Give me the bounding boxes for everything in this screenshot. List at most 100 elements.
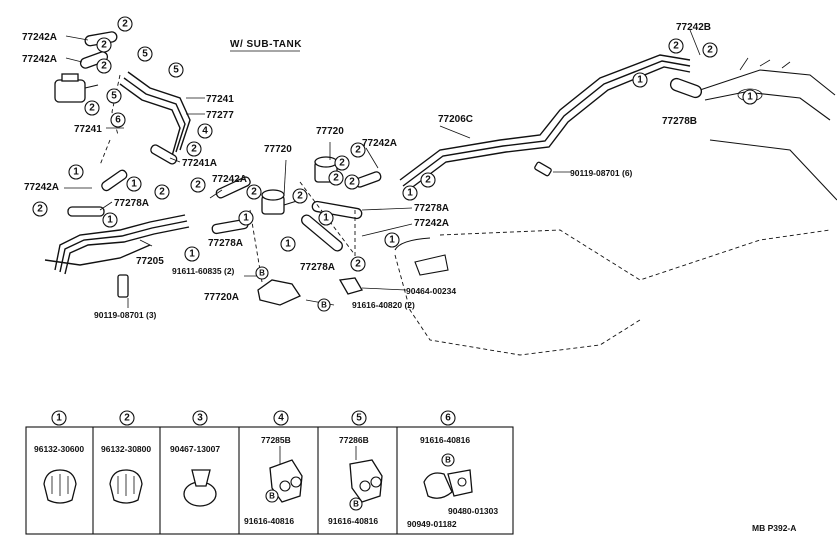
callout-5: 5 xyxy=(106,88,122,104)
svg-text:2: 2 xyxy=(355,259,361,270)
legend-item-1: 1 96132-30600 xyxy=(34,410,84,504)
svg-text:90480-01303: 90480-01303 xyxy=(448,506,498,516)
label-77242A-2: 77242A xyxy=(22,54,57,65)
callout-2: 2 xyxy=(117,16,133,32)
svg-text:1: 1 xyxy=(243,213,249,224)
svg-text:1: 1 xyxy=(747,92,753,103)
callout-2: 2 xyxy=(190,177,206,193)
svg-text:96132-30600: 96132-30600 xyxy=(34,444,84,454)
svg-text:B: B xyxy=(445,456,451,465)
label-90464: 90464-00234 xyxy=(406,286,456,296)
svg-text:2: 2 xyxy=(333,173,339,184)
svg-text:91616-40816: 91616-40816 xyxy=(244,516,294,526)
label-77241-1: 77241 xyxy=(206,94,234,105)
callout-4: 4 xyxy=(197,123,213,139)
label-90119-3: 90119-08701 (3) xyxy=(94,310,157,320)
callout-1: 1 xyxy=(102,212,118,228)
callout-1: 1 xyxy=(318,210,334,226)
valve-77720-left xyxy=(261,189,301,215)
svg-text:B: B xyxy=(259,269,265,278)
callout-1: 1 xyxy=(632,72,648,88)
svg-text:2: 2 xyxy=(37,204,43,215)
callout-2: 2 xyxy=(420,172,436,188)
callout-1: 1 xyxy=(384,232,400,248)
diagram-code: MB P392-A xyxy=(752,523,796,533)
label-77205: 77205 xyxy=(136,256,164,267)
callout-1: 1 xyxy=(126,176,142,192)
callout-2: 2 xyxy=(186,141,202,157)
legend-item-2: 2 96132-30800 xyxy=(101,410,151,504)
svg-text:2: 2 xyxy=(101,61,107,72)
label-77278A-2: 77278A xyxy=(208,238,243,249)
label-77720A: 77720A xyxy=(204,292,239,303)
callout-2: 2 xyxy=(96,37,112,53)
svg-text:1: 1 xyxy=(107,215,113,226)
callout-b: B xyxy=(317,298,331,312)
label-77278B: 77278B xyxy=(662,116,697,127)
svg-text:2: 2 xyxy=(101,40,107,51)
callout-2: 2 xyxy=(668,38,684,54)
label-90119-6: 90119-08701 (6) xyxy=(570,168,633,178)
svg-text:4: 4 xyxy=(202,126,208,137)
callout-2: 2 xyxy=(84,100,100,116)
svg-text:1: 1 xyxy=(637,75,643,86)
svg-text:5: 5 xyxy=(356,413,362,424)
legend-item-5: 5 77286B B 91616-40816 xyxy=(328,410,383,526)
callout-2: 2 xyxy=(246,184,262,200)
callout-1: 1 xyxy=(184,246,200,262)
svg-text:1: 1 xyxy=(323,213,329,224)
label-91616: 91616-40820 (2) xyxy=(352,300,415,310)
svg-text:B: B xyxy=(269,492,275,501)
label-77242A-6: 77242A xyxy=(414,218,449,229)
label-77241-2: 77241 xyxy=(74,124,102,135)
svg-text:5: 5 xyxy=(173,65,179,76)
legend-panel: 1 96132-30600 2 96132-30800 3 90467-1300… xyxy=(25,410,514,535)
legend-item-6: 6 91616-40816 B 90480-01303 90949-01182 xyxy=(407,410,498,529)
callout-2: 2 xyxy=(96,58,112,74)
label-77206C: 77206C xyxy=(438,114,473,125)
svg-text:6: 6 xyxy=(115,115,121,126)
svg-text:2: 2 xyxy=(297,191,303,202)
callout-2: 2 xyxy=(344,174,360,190)
label-77242A-3: 77242A xyxy=(362,138,397,149)
svg-text:2: 2 xyxy=(355,145,361,156)
svg-text:2: 2 xyxy=(89,103,95,114)
label-91611: 91611-60835 (2) xyxy=(172,266,235,276)
svg-text:5: 5 xyxy=(111,91,117,102)
callout-2: 2 xyxy=(32,201,48,217)
callout-group: 2 2 2 2 5 5 5 6 4 2 2 1 1 2 1 2 2 1 1 1 … xyxy=(32,16,758,312)
callout-2: 2 xyxy=(292,188,308,204)
svg-text:2: 2 xyxy=(339,158,345,169)
callout-2: 2 xyxy=(702,42,718,58)
callout-5: 5 xyxy=(137,46,153,62)
fuel-tank xyxy=(394,57,837,356)
subtank-header: W/ SUB-TANK xyxy=(230,39,302,50)
bolt-90119-right xyxy=(534,161,552,177)
svg-text:2: 2 xyxy=(349,177,355,188)
svg-text:1: 1 xyxy=(389,235,395,246)
legend-item-3: 3 90467-13007 xyxy=(170,410,220,507)
main-fuel-pipes xyxy=(44,54,691,275)
svg-text:2: 2 xyxy=(122,19,128,30)
svg-text:B: B xyxy=(321,301,327,310)
svg-text:2: 2 xyxy=(707,45,713,56)
callout-b: B xyxy=(255,266,269,280)
callout-2: 2 xyxy=(328,170,344,186)
svg-text:B: B xyxy=(353,500,359,509)
svg-text:91616-40816: 91616-40816 xyxy=(420,435,470,445)
svg-text:3: 3 xyxy=(197,413,203,424)
callout-1: 1 xyxy=(238,210,254,226)
legend-item-4: 4 77285B B 91616-40816 xyxy=(244,410,303,526)
bracket-77720A xyxy=(257,279,301,306)
svg-text:1: 1 xyxy=(56,413,62,424)
callout-2: 2 xyxy=(154,184,170,200)
label-77242A-1: 77242A xyxy=(22,32,57,43)
svg-text:91616-40816: 91616-40816 xyxy=(328,516,378,526)
label-77277: 77277 xyxy=(206,110,234,121)
clamp-90464 xyxy=(338,277,363,295)
svg-text:1: 1 xyxy=(189,249,195,260)
svg-text:1: 1 xyxy=(285,239,291,250)
callout-1: 1 xyxy=(280,236,296,252)
cushion-icon xyxy=(423,472,453,499)
label-77242A-5: 77242A xyxy=(24,182,59,193)
